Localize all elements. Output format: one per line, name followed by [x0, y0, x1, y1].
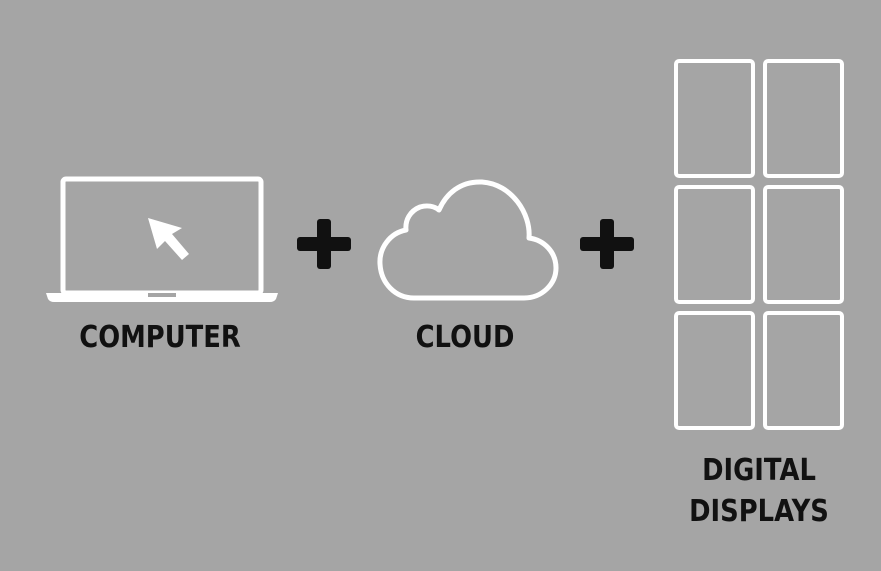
plus-icon — [297, 219, 351, 269]
cloud-label: CLOUD — [415, 320, 515, 355]
display-grid-icon — [673, 58, 845, 432]
digital-label: DIGITAL — [702, 453, 816, 488]
cloud-icon — [376, 176, 560, 302]
computer-label: COMPUTER — [79, 320, 241, 355]
displays-label: DISPLAYS — [689, 494, 829, 529]
laptop-cursor-icon — [44, 176, 280, 304]
plus-icon — [580, 219, 634, 269]
